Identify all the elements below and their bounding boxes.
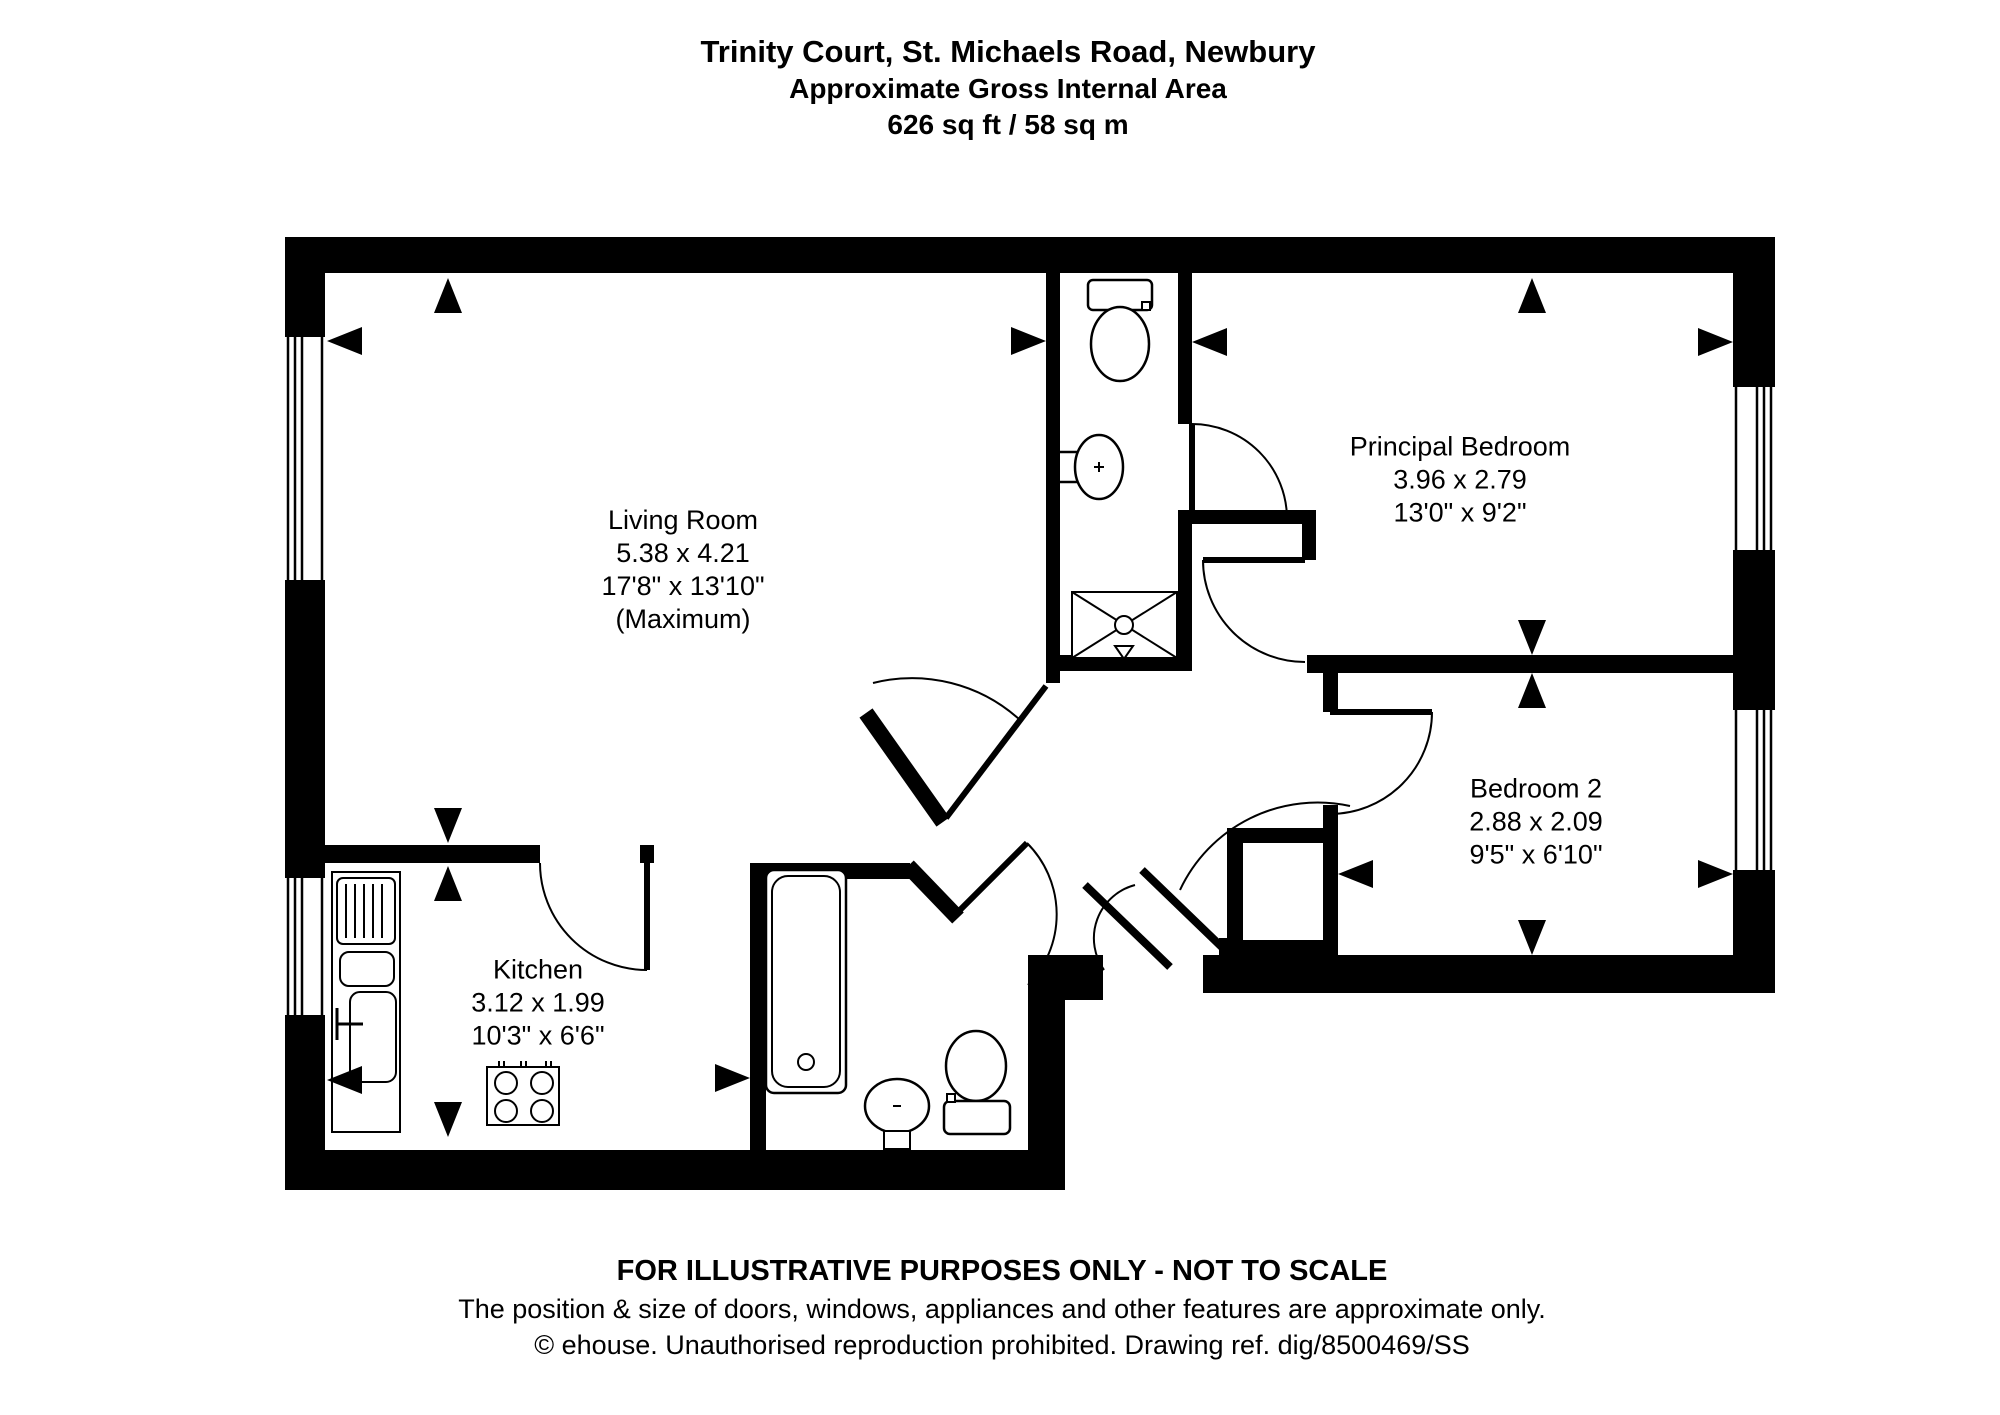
- window-bedroom2: [1733, 710, 1775, 870]
- arrow-kitchen-down-icon: [434, 1102, 462, 1137]
- wall-bedroom2-stub: [1323, 673, 1338, 712]
- arrow-bedroom2-right-icon: [1698, 860, 1733, 888]
- room-metric: 5.38 x 4.21: [616, 538, 750, 568]
- wall-hall-diagonal-nw: [859, 708, 950, 827]
- hob-icon: [486, 1061, 560, 1126]
- kitchen-sink-icon: [331, 871, 401, 1133]
- arrow-kitchen-left-icon: [327, 1066, 362, 1094]
- room-note: (Maximum): [615, 604, 751, 634]
- room-name: Principal Bedroom: [1349, 431, 1571, 462]
- window-living-room: [285, 337, 325, 580]
- fixtures: [331, 278, 1178, 1150]
- wall-kitchen-door-jamb: [640, 845, 654, 863]
- room-imperial: 9'5" x 6'10": [1469, 839, 1603, 870]
- toilet-icon: [1086, 278, 1154, 383]
- wall-bathroom-diagonal: [902, 860, 964, 924]
- footer-disclaimer: FOR ILLUSTRATIVE PURPOSES ONLY - NOT TO …: [616, 1255, 1388, 1287]
- bedroom2-label: Bedroom 2 2.88 x 2.09 9'5" x 6'10": [1469, 773, 1603, 872]
- window-principal-bedroom: [1733, 387, 1775, 550]
- window-kitchen: [285, 878, 325, 1015]
- shower-icon: [1071, 591, 1178, 661]
- wall-bedroom2-west: [1323, 805, 1338, 955]
- door-living-room: [872, 677, 1049, 820]
- title-subtitle: Approximate Gross Internal Area: [789, 73, 1227, 104]
- wall-kitchen-east: [750, 863, 766, 1150]
- kitchen-label: Kitchen 3.12 x 1.99 10'3" x 6'6": [471, 954, 605, 1053]
- doors: [539, 423, 1433, 986]
- windows: [285, 337, 1775, 1015]
- room-name: Living Room: [607, 505, 759, 535]
- wall-bathroom-east: [1028, 985, 1044, 1150]
- room-imperial: 13'0" x 9'2": [1393, 497, 1527, 528]
- title-block: Trinity Court, St. Michaels Road, Newbur…: [701, 33, 1316, 143]
- arrow-principal-left-icon: [1192, 328, 1227, 356]
- arrow-living-right-icon: [1011, 327, 1046, 355]
- door-bedroom2: [1329, 709, 1433, 815]
- bathtub-icon: [764, 868, 848, 1095]
- title-area: 626 sq ft / 58 sq m: [887, 109, 1129, 140]
- wall-cupboard-west: [1227, 828, 1243, 940]
- arrow-principal-down-icon: [1518, 620, 1546, 655]
- wall-kitchen-divider: [325, 845, 540, 863]
- wall-hall-north: [1178, 510, 1302, 524]
- door-kitchen: [539, 862, 650, 971]
- room-imperial: 10'3" x 6'6": [471, 1020, 605, 1051]
- wall-top: [285, 237, 1775, 273]
- arrow-living-down-icon: [434, 808, 462, 843]
- wall-bedroom-divider: [1307, 655, 1733, 673]
- wall-living-east: [1046, 273, 1060, 683]
- door-principal-bedroom: [1202, 557, 1306, 663]
- arrow-bedroom2-down-icon: [1518, 920, 1546, 955]
- room-metric: 3.96 x 2.79: [1393, 464, 1527, 495]
- room-imperial: 17'8" x 13'10": [601, 571, 765, 601]
- toilet2-icon: [942, 1029, 1012, 1136]
- principal-bedroom-label: Principal Bedroom 3.96 x 2.79 13'0" x 9'…: [1350, 431, 1571, 530]
- arrow-living-left-icon: [327, 327, 362, 355]
- arrow-bedroom2-up-icon: [1518, 673, 1546, 708]
- wall-bedroom-door-stub: [1302, 510, 1316, 560]
- footer-block: FOR ILLUSTRATIVE PURPOSES ONLY - NOT TO …: [458, 1251, 1546, 1363]
- page-title: Trinity Court, St. Michaels Road, Newbur…: [700, 34, 1316, 69]
- room-name: Kitchen: [492, 954, 584, 985]
- wall-cupboard-north: [1243, 828, 1327, 843]
- arrow-kitchen-right-icon: [715, 1064, 750, 1092]
- wall-cupboard-south: [1227, 940, 1338, 955]
- arrow-living-up-icon: [434, 278, 462, 313]
- dimension-arrows: [327, 278, 1733, 1137]
- wall-right: [1733, 237, 1775, 993]
- basin-icon: [1060, 433, 1125, 501]
- wall-bottom-right: [1203, 955, 1775, 993]
- room-name: Bedroom 2: [1469, 773, 1603, 804]
- wall-ensuite-east-lower: [1178, 519, 1192, 671]
- diagonal-walls: [859, 708, 964, 924]
- door-bathroom: [952, 840, 1058, 986]
- pedestal-basin-icon: [863, 1077, 931, 1150]
- room-metric: 3.12 x 1.99: [471, 987, 605, 1018]
- arrow-principal-right-icon: [1698, 328, 1733, 356]
- wall-bottom-left: [285, 1150, 1028, 1190]
- wall-entrance-step-b: [1065, 955, 1103, 1000]
- wall-ensuite-east-upper: [1178, 273, 1192, 424]
- arrow-kitchen-up-icon: [434, 866, 462, 901]
- footer-approximate-note: The position & size of doors, windows, a…: [458, 1294, 1546, 1324]
- door-entrance: [1082, 801, 1351, 971]
- door-ensuite: [1189, 423, 1288, 520]
- living-room-label: Living Room 5.38 x 4.21 17'8" x 13'10" (…: [601, 504, 764, 636]
- arrow-bedroom2-left-icon: [1338, 860, 1373, 888]
- footer-copyright: © ehouse. Unauthorised reproduction proh…: [534, 1330, 1470, 1360]
- arrow-principal-up-icon: [1518, 278, 1546, 313]
- room-metric: 2.88 x 2.09: [1469, 806, 1603, 837]
